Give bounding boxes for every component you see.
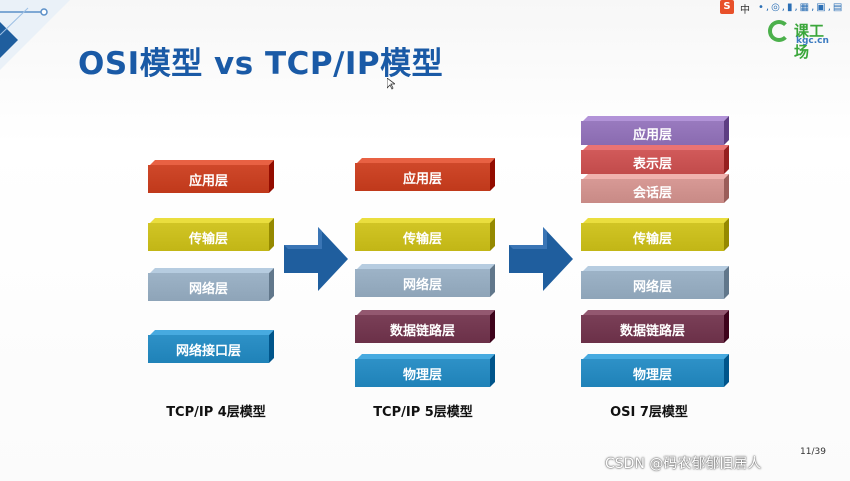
corner-decoration (0, 0, 70, 70)
layer-top-face (357, 264, 495, 269)
brand-logo: 课工场 kgc.cn (768, 20, 838, 61)
layer-block: 传输层 (355, 218, 495, 251)
model-label-tcpip5: TCP/IP 5层模型 (373, 405, 473, 420)
layer-top-face (583, 116, 729, 121)
layer-side-face (269, 160, 274, 193)
layer-side-face (724, 310, 729, 343)
mouse-cursor-icon (387, 78, 395, 90)
ime-toolbar[interactable]: S 中 •,◎,▮,▦,▣,▤ (718, 0, 850, 16)
layer-label: 物理层 (355, 359, 490, 387)
layer-block: 网络接口层 (148, 330, 274, 363)
layer-top-face (357, 218, 495, 223)
layer-label: 表示层 (581, 150, 724, 174)
layer-top-face (583, 266, 729, 271)
layer-label: 应用层 (581, 121, 724, 145)
layer-top-face (583, 145, 729, 150)
layer-label: 传输层 (148, 223, 269, 251)
layer-top-face (150, 160, 274, 165)
sogou-icon[interactable]: S (720, 0, 734, 14)
page-title: OSI模型 vs TCP/IP模型 (78, 46, 444, 82)
layer-top-face (357, 158, 495, 163)
layer-side-face (724, 354, 729, 387)
arrow-right-icon (284, 227, 348, 291)
layer-label: 应用层 (355, 163, 490, 191)
logo-sub-text: kgc.cn (796, 36, 829, 46)
layer-block: 物理层 (355, 354, 495, 387)
layer-block: 会话层 (581, 174, 729, 203)
layer-label: 网络接口层 (148, 335, 269, 363)
layer-block: 传输层 (581, 218, 729, 251)
layer-label: 网络层 (355, 269, 490, 297)
layer-top-face (583, 218, 729, 223)
layer-side-face (269, 330, 274, 363)
layer-label: 数据链路层 (581, 315, 724, 343)
layer-label: 网络层 (148, 273, 269, 301)
watermark: CSDN @码农郁郁旧居人 (605, 456, 762, 472)
layer-label: 传输层 (581, 223, 724, 251)
layer-top-face (583, 354, 729, 359)
layer-block: 物理层 (581, 354, 729, 387)
layer-label: 会话层 (581, 179, 724, 203)
model-label-osi7: OSI 7层模型 (610, 405, 688, 420)
layer-side-face (724, 174, 729, 203)
layer-block: 传输层 (148, 218, 274, 251)
layer-side-face (490, 264, 495, 297)
layer-side-face (269, 218, 274, 251)
layer-top-face (583, 310, 729, 315)
layer-top-face (150, 268, 274, 273)
layer-block: 网络层 (581, 266, 729, 299)
layer-label: 传输层 (355, 223, 490, 251)
layer-top-face (150, 218, 274, 223)
layer-block: 应用层 (581, 116, 729, 145)
layer-label: 物理层 (581, 359, 724, 387)
ime-language-label[interactable]: 中 (740, 5, 750, 16)
layer-top-face (357, 354, 495, 359)
layer-block: 网络层 (148, 268, 274, 301)
model-label-tcpip4: TCP/IP 4层模型 (166, 405, 266, 420)
layer-side-face (269, 268, 274, 301)
layer-label: 网络层 (581, 271, 724, 299)
layer-side-face (724, 145, 729, 174)
layer-block: 数据链路层 (581, 310, 729, 343)
layer-top-face (583, 174, 729, 179)
layer-block: 应用层 (148, 160, 274, 193)
page-number: 11/39 (800, 447, 826, 457)
ime-tool-icons[interactable]: •,◎,▮,▦,▣,▤ (758, 2, 845, 13)
layer-side-face (490, 310, 495, 343)
layer-side-face (724, 218, 729, 251)
layer-side-face (490, 218, 495, 251)
layer-label: 数据链路层 (355, 315, 490, 343)
layer-side-face (490, 158, 495, 191)
layer-block: 表示层 (581, 145, 729, 174)
layer-block: 网络层 (355, 264, 495, 297)
layer-top-face (357, 310, 495, 315)
arrow-right-icon (509, 227, 573, 291)
logo-c-icon (768, 20, 790, 42)
logo-main-text: 课工场 (794, 22, 825, 61)
layer-block: 数据链路层 (355, 310, 495, 343)
layer-block: 应用层 (355, 158, 495, 191)
layer-top-face (150, 330, 274, 335)
layer-side-face (490, 354, 495, 387)
layer-side-face (724, 116, 729, 145)
layer-side-face (724, 266, 729, 299)
layer-label: 应用层 (148, 165, 269, 193)
